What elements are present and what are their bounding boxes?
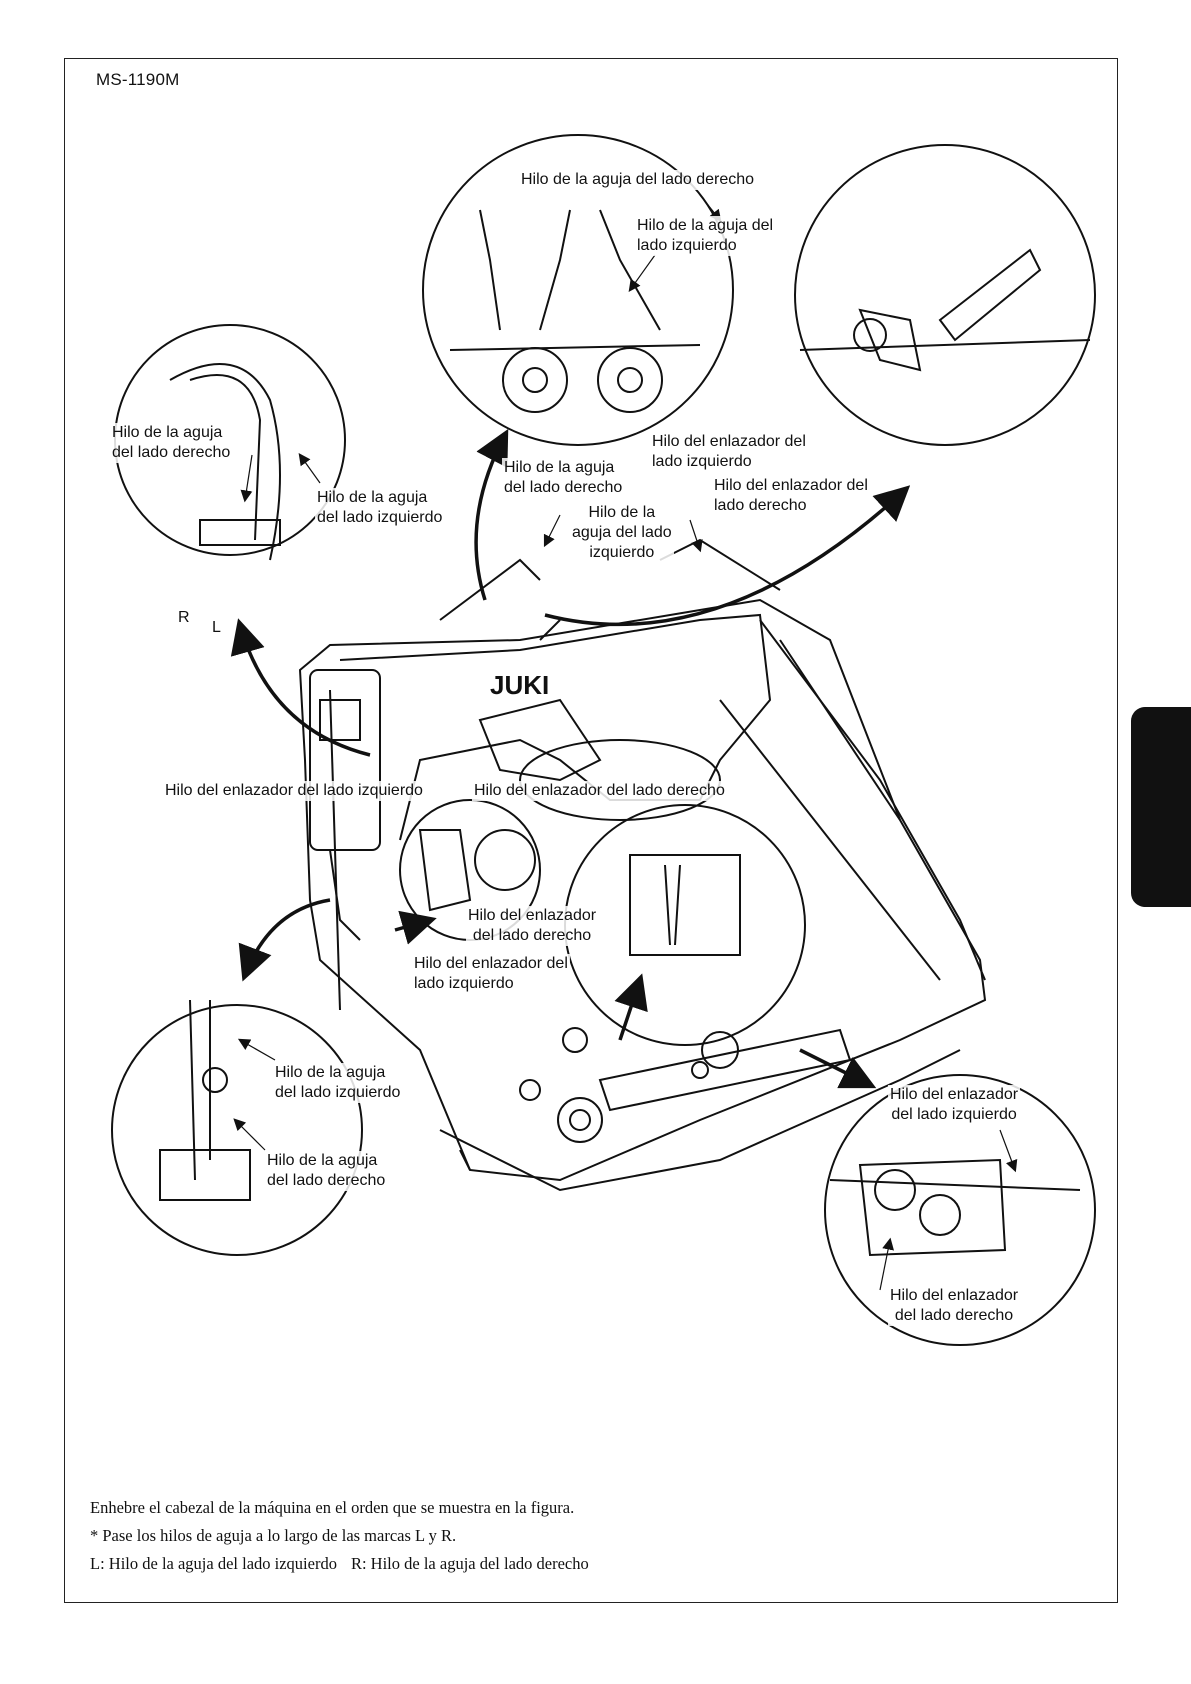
detail-circle-bottom-left bbox=[111, 999, 363, 1256]
instruction-line-2: * Pase los hilos de aguja a lo largo de … bbox=[90, 1526, 457, 1545]
detail-circle-center bbox=[564, 804, 806, 1046]
callout-looper-left-main: Hilo del enlazador del lado izquierdo bbox=[163, 781, 425, 801]
callout-mid-left-needle: Hilo de la aguja del lado izquierdo bbox=[570, 503, 674, 563]
callout-bottom-right-left-looper: Hilo del enlazador del lado izquierdo bbox=[888, 1085, 1021, 1125]
callout-looper-right-main: Hilo del enlazador del lado derecho bbox=[472, 781, 727, 801]
callout-top-right-needle: Hilo de la aguja del lado derecho bbox=[519, 170, 757, 190]
mark-r: R bbox=[176, 608, 192, 628]
instruction-line-1: Enhebre el cabezal de la máquina en el o… bbox=[90, 1498, 575, 1517]
callout-left-right-needle: Hilo de la aguja del lado derecho bbox=[110, 423, 233, 463]
section-tab bbox=[1131, 707, 1191, 907]
callout-bottom-right-right-looper: Hilo del enlazador del lado derecho bbox=[888, 1286, 1021, 1326]
model-number: MS-1190M bbox=[96, 70, 180, 89]
callout-mid-left-looper: Hilo del enlazador del lado izquierdo bbox=[650, 432, 808, 472]
mark-l: L bbox=[210, 618, 223, 638]
instructions: Enhebre el cabezal de la máquina en el o… bbox=[90, 1494, 589, 1578]
callout-mid-right-looper: Hilo del enlazador del lado derecho bbox=[712, 476, 870, 516]
legend-r: R: Hilo de la aguja del lado derecho bbox=[350, 1554, 589, 1573]
legend-l: L: Hilo de la aguja del lado izquierdo bbox=[90, 1554, 337, 1573]
brand-logo: JUKI bbox=[490, 670, 549, 700]
callout-mid-right-needle: Hilo de la aguja del lado derecho bbox=[502, 458, 625, 498]
instruction-line-3: L: Hilo de la aguja del lado izquierdo R:… bbox=[90, 1550, 589, 1578]
detail-circle-top-center bbox=[422, 134, 734, 446]
callout-inner-right-looper: Hilo del enlazador del lado derecho bbox=[466, 906, 599, 946]
flow-arrows bbox=[230, 428, 911, 1089]
callout-bottom-left-left-needle: Hilo de la aguja del lado izquierdo bbox=[273, 1063, 403, 1103]
callout-left-left-needle: Hilo de la aguja del lado izquierdo bbox=[315, 488, 445, 528]
leader-lines bbox=[233, 194, 1018, 1291]
machine-body bbox=[298, 538, 987, 1192]
detail-circle-top-right bbox=[794, 144, 1096, 446]
callout-inner-left-looper: Hilo del enlazador del lado izquierdo bbox=[412, 954, 570, 994]
page-frame bbox=[64, 58, 1118, 1603]
detail-circle-bottom-right bbox=[824, 1074, 1096, 1346]
callout-top-left-needle: Hilo de la aguja del lado izquierdo bbox=[635, 216, 776, 256]
callout-bottom-left-right-needle: Hilo de la aguja del lado derecho bbox=[265, 1151, 388, 1191]
